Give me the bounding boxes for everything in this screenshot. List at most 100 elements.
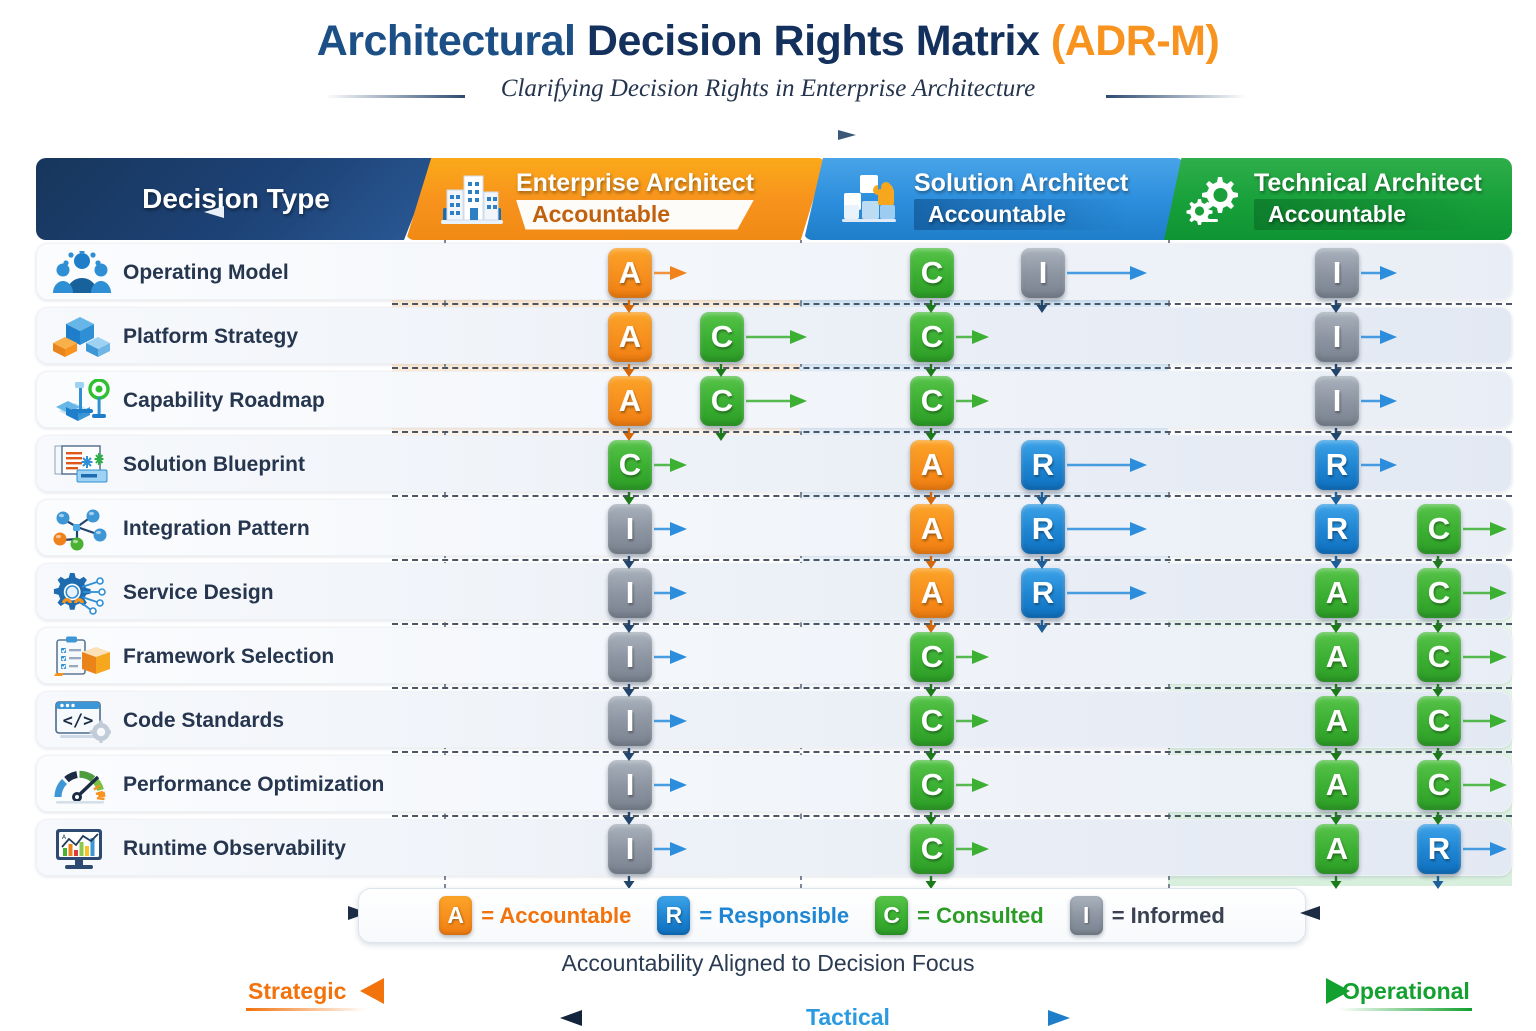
raci-badge-i[interactable]: I xyxy=(608,568,652,618)
flow-arrow-horizontal xyxy=(1463,842,1507,856)
table-row[interactable]: Performance Optimization I C A C xyxy=(36,755,1512,812)
raci-badge-a[interactable]: A xyxy=(910,440,954,490)
raci-badge-c[interactable]: C xyxy=(608,440,652,490)
flow-arrow-horizontal xyxy=(654,586,687,600)
flow-arrow-down xyxy=(925,300,937,313)
raci-badge-r[interactable]: R xyxy=(1021,504,1065,554)
flow-arrow-horizontal xyxy=(956,842,989,856)
row-label-text: Performance Optimization xyxy=(123,772,385,796)
raci-badge-i[interactable]: I xyxy=(608,632,652,682)
raci-badge-a[interactable]: A xyxy=(608,248,652,298)
row-label-capability-roadmap: Capability Roadmap xyxy=(51,372,325,429)
header-ea-role: Enterprise Architect xyxy=(516,168,755,197)
raci-badge-c[interactable]: C xyxy=(910,248,954,298)
raci-badge-c[interactable]: C xyxy=(910,376,954,426)
header-sa-accountable-label: Accountable xyxy=(928,200,1067,227)
blueprint-icon xyxy=(51,442,113,488)
raci-badge-a[interactable]: A xyxy=(1315,824,1359,874)
raci-badge-c[interactable]: C xyxy=(910,312,954,362)
row-label-text: Integration Pattern xyxy=(123,516,310,540)
flow-arrow-down xyxy=(1330,684,1342,697)
legend-arrow-right xyxy=(1300,906,1490,920)
row-label-text: Solution Blueprint xyxy=(123,452,305,476)
header-technical-architect[interactable]: Technical Architect Accountable xyxy=(1164,158,1512,240)
flow-arrow-horizontal xyxy=(1361,458,1397,472)
raci-badge-c[interactable]: C xyxy=(1417,632,1461,682)
flow-arrow-horizontal xyxy=(1463,586,1507,600)
raci-badge-i[interactable]: I xyxy=(1021,248,1065,298)
flow-arrow-horizontal xyxy=(654,458,687,472)
flow-arrow-down xyxy=(1330,748,1342,761)
flow-arrow-horizontal xyxy=(1067,586,1147,600)
raci-badge-i[interactable]: I xyxy=(1315,376,1359,426)
raci-badge-r[interactable]: R xyxy=(1021,440,1065,490)
header-solution-architect[interactable]: Solution Architect Accountable xyxy=(804,158,1184,240)
flow-arrow-down xyxy=(1036,300,1048,313)
flow-arrow-down xyxy=(1036,620,1048,633)
header-sa-accountable-banner: Accountable xyxy=(914,198,1129,230)
raci-badge-a[interactable]: A xyxy=(1315,632,1359,682)
flow-arrow-down xyxy=(623,876,635,889)
legend-text-c: = Consulted xyxy=(917,902,1044,928)
raci-badge-c[interactable]: C xyxy=(1417,696,1461,746)
raci-badge-r[interactable]: R xyxy=(1417,824,1461,874)
raci-badge-c[interactable]: C xyxy=(1417,760,1461,810)
raci-badge-a[interactable]: A xyxy=(1315,696,1359,746)
raci-badge-a[interactable]: A xyxy=(1315,760,1359,810)
raci-badge-c[interactable]: C xyxy=(910,824,954,874)
raci-badge-c[interactable]: C xyxy=(910,760,954,810)
raci-badge-i[interactable]: I xyxy=(608,504,652,554)
code-window-icon: </> xyxy=(51,698,113,744)
raci-badge-a[interactable]: A xyxy=(910,568,954,618)
flow-arrow-down xyxy=(1330,492,1342,505)
title-acronym: (ADR-M) xyxy=(1050,17,1220,65)
flow-arrow-horizontal xyxy=(1463,714,1507,728)
raci-badge-c[interactable]: C xyxy=(910,632,954,682)
raci-badge-i[interactable]: I xyxy=(1315,248,1359,298)
raci-badge-r[interactable]: R xyxy=(1315,504,1359,554)
gauge-icon xyxy=(51,762,113,808)
raci-badge-a[interactable]: A xyxy=(1315,568,1359,618)
flow-arrow-horizontal xyxy=(1463,650,1507,664)
flow-arrow-down xyxy=(925,364,937,377)
raci-badge-r[interactable]: R xyxy=(1315,440,1359,490)
footer-tactical-label: Tactical xyxy=(806,1004,890,1030)
footer-operational-label: Operational xyxy=(1342,978,1470,1004)
raci-badge-c[interactable]: C xyxy=(1417,568,1461,618)
raci-badge-a[interactable]: A xyxy=(608,376,652,426)
table-row[interactable]: Integration Pattern I A R R C xyxy=(36,499,1512,556)
table-row[interactable]: Solution Blueprint C A R R xyxy=(36,435,1512,492)
header-left-arrow xyxy=(204,206,400,218)
raci-badge-c[interactable]: C xyxy=(1417,504,1461,554)
flow-arrow-down xyxy=(1330,428,1342,441)
raci-badge-a[interactable]: A xyxy=(910,504,954,554)
flow-arrow-down xyxy=(623,556,635,569)
flow-arrow-horizontal xyxy=(654,266,687,280)
flow-arrow-down xyxy=(925,876,937,889)
flow-arrow-down xyxy=(1432,620,1444,633)
flow-arrow-horizontal xyxy=(1361,394,1397,408)
raci-badge-i[interactable]: I xyxy=(608,696,652,746)
subtitle-rule-left xyxy=(325,95,465,99)
raci-badge-c[interactable]: C xyxy=(910,696,954,746)
flow-arrow-down xyxy=(623,428,635,441)
footer-strategic-label: Strategic xyxy=(248,978,347,1004)
raci-badge-i[interactable]: I xyxy=(608,760,652,810)
raci-badge-a[interactable]: A xyxy=(608,312,652,362)
raci-badge-c[interactable]: C xyxy=(700,376,744,426)
header-enterprise-architect[interactable]: Enterprise Architect Accountable xyxy=(406,158,826,240)
raci-badge-r[interactable]: R xyxy=(1021,568,1065,618)
raci-badge-i[interactable]: I xyxy=(1315,312,1359,362)
raci-badge-c[interactable]: C xyxy=(700,312,744,362)
flow-arrow-down xyxy=(623,620,635,633)
raci-badge-i[interactable]: I xyxy=(608,824,652,874)
flow-arrow-down xyxy=(925,492,937,505)
title-part-1: Architectural xyxy=(316,17,587,65)
